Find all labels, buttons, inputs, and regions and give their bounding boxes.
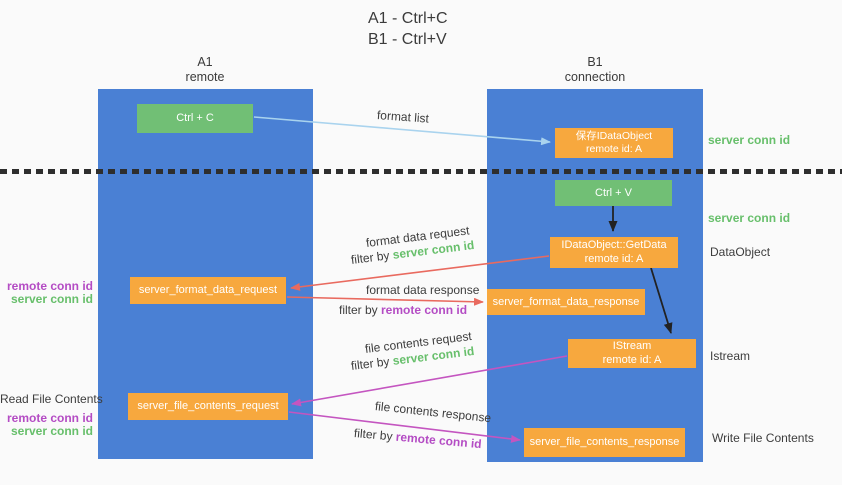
left-label-remote-conn-id-upper: remote conn id bbox=[6, 279, 93, 293]
right-label-istream: Istream bbox=[710, 349, 751, 363]
node-server-file-contents-request: server_file_contents_request bbox=[128, 393, 288, 420]
column-header-b1: B1 connection bbox=[540, 55, 650, 85]
node-server-file-contents-response-label: server_file_contents_response bbox=[529, 436, 680, 449]
filter-by-text: filter by bbox=[353, 426, 397, 444]
node-idataobject-getdata: IDataObject::GetData remote id: A bbox=[550, 237, 678, 268]
title-line-2: B1 - Ctrl+V bbox=[368, 31, 447, 49]
node-idataobject-getdata-line2: remote id: A bbox=[584, 252, 644, 265]
column-header-a1: A1 remote bbox=[150, 55, 260, 85]
node-save-idataobject-line2: remote id: A bbox=[585, 143, 643, 155]
node-server-format-data-request: server_format_data_request bbox=[130, 277, 286, 304]
node-idataobject-getdata-line1: IDataObject::GetData bbox=[561, 238, 667, 251]
diagram-title: A1 - Ctrl+C B1 - Ctrl+V bbox=[368, 8, 448, 50]
left-label-server-conn-id-upper: server conn id bbox=[10, 292, 93, 306]
node-ctrl-v: Ctrl + V bbox=[555, 180, 672, 206]
node-ctrl-v-label: Ctrl + V bbox=[595, 186, 632, 199]
right-label-server-conn-id-top: server conn id bbox=[708, 133, 791, 147]
node-istream-line2: remote id: A bbox=[602, 353, 662, 366]
node-save-idataobject: 保存IDataObject remote id: A bbox=[555, 128, 673, 158]
right-label-dataobject: DataObject bbox=[710, 245, 771, 259]
node-istream: IStream remote id: A bbox=[568, 339, 696, 368]
filter-by-text: filter by bbox=[339, 303, 382, 317]
session-divider-dotted-line bbox=[0, 169, 842, 174]
node-istream-line1: IStream bbox=[612, 339, 652, 352]
title-line-1: A1 - Ctrl+C bbox=[368, 10, 448, 27]
filter-by-text: filter by bbox=[350, 353, 394, 373]
filter-by-text: filter by bbox=[350, 247, 394, 267]
node-ctrl-c-label: Ctrl + C bbox=[176, 112, 214, 125]
node-server-format-data-request-label: server_format_data_request bbox=[138, 284, 278, 297]
column-b1-name: B1 bbox=[587, 55, 603, 69]
node-server-file-contents-request-label: server_file_contents_request bbox=[137, 400, 279, 413]
node-server-format-data-response-label: server_format_data_response bbox=[492, 295, 640, 308]
left-label-remote-conn-id-lower: remote conn id bbox=[6, 411, 93, 425]
remote-conn-id-key: remote conn id bbox=[395, 429, 483, 452]
column-b1-subtitle: connection bbox=[564, 70, 626, 84]
edge-label-file-contents-response-filter: filter by remote conn id bbox=[353, 426, 482, 451]
remote-conn-id-key: remote conn id bbox=[381, 303, 468, 317]
left-label-server-conn-id-lower: server conn id bbox=[10, 424, 93, 438]
node-server-file-contents-response: server_file_contents_response bbox=[524, 428, 685, 457]
format-data-response-arrow bbox=[286, 296, 484, 306]
edge-label-format-list: format list bbox=[376, 108, 430, 126]
right-label-server-conn-id-mid: server conn id bbox=[708, 211, 791, 225]
node-server-format-data-response: server_format_data_response bbox=[487, 289, 645, 315]
left-label-read-file-contents: Read File Contents bbox=[0, 392, 103, 406]
node-ctrl-c: Ctrl + C bbox=[137, 104, 253, 133]
column-a1-name: A1 bbox=[197, 55, 213, 69]
edge-label-file-contents-response: file contents response bbox=[374, 399, 492, 426]
edge-label-format-data-response-filter: filter by remote conn id bbox=[339, 303, 467, 317]
node-save-idataobject-line1: 保存IDataObject bbox=[575, 129, 653, 142]
column-a1-subtitle: remote bbox=[185, 70, 225, 84]
edge-label-format-data-response: format data response bbox=[366, 283, 480, 297]
right-label-write-file-contents: Write File Contents bbox=[712, 431, 814, 445]
